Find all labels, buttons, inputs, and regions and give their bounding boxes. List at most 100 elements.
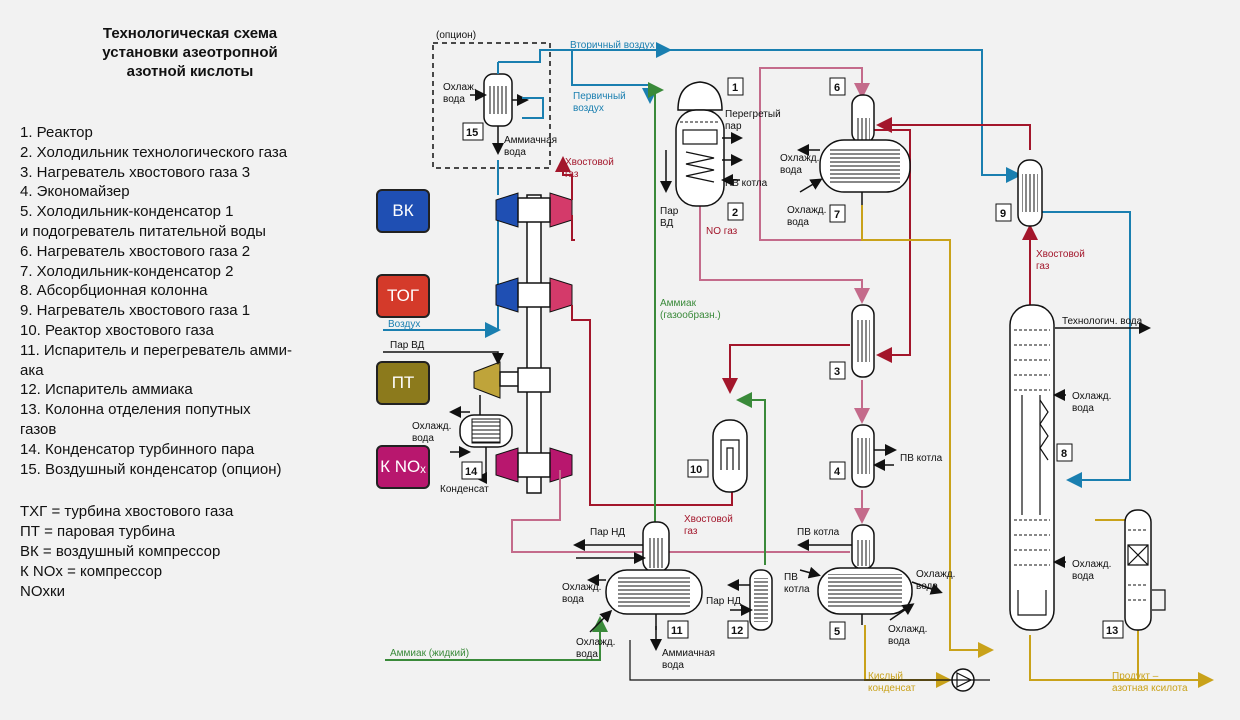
coupling	[517, 197, 551, 223]
diagram-title: Технологическая схема установки азеотроп…	[40, 24, 340, 81]
badge-nox-compressor: К NOₓ	[376, 445, 430, 489]
legend-item: 13. Колонна отделения попутных	[20, 401, 251, 419]
label-cooled-water: Охлажд.	[1072, 559, 1111, 570]
coupling	[517, 367, 551, 393]
legend-item: ака	[20, 361, 44, 379]
nox-compressor-stage-2	[549, 447, 573, 483]
label-pv-kotla: ПВ котла	[900, 453, 943, 464]
tag-1: 1	[732, 82, 738, 94]
abbr-item: ПТ = паровая турбина	[20, 523, 175, 540]
air-condenser-tubes	[488, 86, 508, 114]
reactor-1-head	[677, 81, 723, 111]
legend-item: 12. Испаритель аммиака	[20, 381, 193, 399]
tag-10: 10	[690, 464, 702, 476]
legend-item: 10. Реактор хвостового газа	[20, 321, 214, 339]
label-acid-condensate: Кислый	[868, 671, 903, 682]
label-cooled-water: вода	[780, 165, 802, 176]
turbine-shaft	[526, 194, 542, 494]
label-cooled-water: вода	[1072, 403, 1094, 414]
option-frame	[432, 42, 551, 169]
label-cooled-water: вода	[916, 581, 938, 592]
label-ammonia-gas: (газообразн.)	[660, 309, 721, 321]
label-cooled-water: Охлажд.	[562, 582, 601, 593]
legend-item: 2. Холодильник технологического газа	[20, 143, 288, 161]
label-product: азотная ксилота	[1112, 683, 1188, 694]
label-pv-kotla: ПВ котла	[725, 178, 768, 189]
label-cooled-water: Охлажд.	[780, 153, 819, 164]
label-steam-nd: Пар НД	[706, 596, 741, 607]
title-line: Технологическая схема	[102, 25, 278, 42]
equipment-legend: 1. Реактор 2. Холодильник технологическо…	[20, 123, 292, 479]
tail-gas-turbine-stage-2	[549, 277, 573, 313]
nox-compressor-stage-1	[495, 447, 519, 483]
label-condensate: Конденсат	[440, 484, 489, 495]
coupling	[517, 282, 551, 308]
label-ammonia-water: Аммиачная	[662, 648, 715, 659]
tag-14: 14	[465, 466, 478, 478]
label-air: Воздух	[388, 319, 420, 330]
label-cooled-water: Охлажд.	[576, 637, 615, 648]
label-superheated-steam: пар	[725, 121, 742, 132]
label-steam-vd: Пар	[660, 206, 679, 217]
label-ammonia-gas: Аммиак	[660, 298, 697, 309]
tag-5: 5	[834, 626, 840, 638]
tag-6: 6	[834, 82, 840, 94]
label-liquid-ammonia: Аммиак (жидкий)	[390, 648, 469, 659]
badge-air-compressor: ВК	[376, 189, 430, 233]
label-superheated-steam: Перегретый	[725, 109, 781, 120]
label-product: Продукт –	[1112, 671, 1159, 682]
label-cooled-water: вода	[888, 636, 910, 647]
label-cooled-water: Охлажд.	[916, 569, 955, 580]
legend-item: 3. Нагреватель хвостового газа 3	[20, 163, 251, 181]
label-cooled-water: вода	[1072, 571, 1094, 582]
title-line: азотной кислоты	[126, 63, 254, 80]
air-compressor-stage-2	[549, 192, 573, 228]
label-cooled-water: вода	[576, 649, 598, 660]
label-ammonia-water: Аммиачная	[504, 135, 557, 146]
tag-8: 8	[1061, 448, 1067, 460]
tail-gas-turbine-stage-1	[495, 277, 519, 313]
abbr-item: К NOx = компрессор	[20, 563, 163, 580]
legend-item: 4. Экономайзер	[20, 183, 130, 201]
option-label: (опцион)	[436, 30, 476, 41]
legend-item: газов	[20, 420, 57, 438]
legend-item: 9. Нагреватель хвостового газа 1	[20, 302, 251, 320]
legend-item: 14. Конденсатор турбинного пара	[20, 440, 255, 458]
badge-steam-turbine: ПТ	[376, 361, 430, 405]
label-no-gas: NO газ	[706, 226, 738, 237]
label-cooled-water: Охлажд.	[888, 624, 927, 635]
title-line: установки азеотропной	[102, 44, 278, 61]
label-pv-kotla: ПВ котла	[797, 527, 840, 538]
label-cool-water: Охлаж.	[443, 82, 477, 93]
stripping-column-13	[1124, 509, 1152, 631]
reactor-1-vessel	[675, 109, 725, 207]
label-primary-air: Первичный	[573, 91, 626, 102]
label-tail-gas: газ	[1036, 261, 1050, 272]
tail-gas-reactor-10	[712, 419, 748, 493]
label-cooled-water: вода	[787, 217, 809, 228]
label-cooled-water: Охлажд.	[1072, 391, 1111, 402]
legend-item: и подогреватель питательной воды	[20, 222, 266, 240]
label-cooled-water: Охлажд.	[412, 421, 451, 432]
legend-item: 1. Реактор	[20, 124, 93, 141]
legend-item: 6. Нагреватель хвостового газа 2	[20, 242, 251, 260]
tag-15: 15	[466, 127, 478, 139]
label-tail-gas: Хвостовой	[684, 514, 733, 525]
label-pv: ПВ	[784, 572, 798, 583]
label-primary-air: воздух	[573, 103, 604, 114]
tag-7: 7	[834, 209, 840, 221]
legend-item: 11. Испаритель и перегреватель амми-	[20, 341, 292, 359]
label-tail-gas: газ	[565, 169, 579, 180]
abbreviations: ТХГ = турбина хвостового газа ПТ = паров…	[20, 502, 233, 602]
label-cooled-water: вода	[562, 594, 584, 605]
label-tail-gas: газ	[684, 526, 698, 537]
label-cool-water: вода	[443, 94, 465, 105]
label-tail-gas: Хвостовой	[1036, 249, 1085, 260]
label-tail-gas: Хвостовой	[565, 157, 614, 168]
tag-2: 2	[732, 207, 738, 219]
abbr-item: ВК = воздушный компрессор	[20, 543, 221, 560]
equipment-number-tags: 1 2 3 4 5 6 7 8 9 10 11 12 13 14 15	[461, 77, 1124, 640]
label-tech-water: Технологич. вода	[1062, 316, 1143, 327]
abbr-item: ТХГ = турбина хвостового газа	[20, 503, 234, 520]
badge-tail-gas-turbine: ТОГ	[376, 274, 430, 318]
